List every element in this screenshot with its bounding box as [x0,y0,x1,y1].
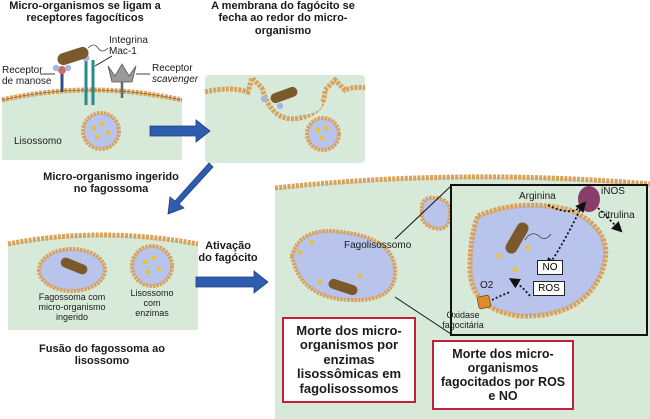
scavenger-word: Receptor [152,63,193,74]
cell-panel-engulfing [204,73,366,163]
label-lysosome-enzymes: Lisossomo com enzimas [130,288,174,319]
result-box-ros-no: Morte dos micro-organismos fagocitados p… [432,340,574,410]
label-mannose-receptor: Receptor de manose [2,65,52,88]
label-activation: Ativação do fagócito [198,240,258,265]
scavenger-receptor [107,63,137,98]
arrow-stage-1-to-2 [149,119,211,143]
label-phagosome: Fagossoma com micro-organismo ingerido [38,292,106,323]
leader-lines [40,55,150,75]
arrow-stage-2-to-3 [167,162,214,215]
arrow-stage-3-to-4 [195,270,269,294]
mannose-receptor [52,64,72,92]
label-inos: iNOS [601,186,625,197]
label-ingested: Micro-organismo ingerido no fagossoma [43,171,179,196]
title-engulfing: A membrana do fagócito se fecha ao redor… [211,0,355,37]
label-oxidase: Oxidase fagocitária [442,310,484,331]
label-phagolysosome: Fagolisossomo [344,240,412,251]
label-citrulline: Citrulina [598,210,635,221]
scavenger-italic: scavenger [152,74,199,86]
result-box-enzymes: Morte dos micro-organismos por enzimas l… [282,317,416,403]
label-scavenger-receptor: Receptor scavenger [152,63,218,85]
tag-ros: ROS [533,281,565,296]
label-o2: O2 [480,280,494,291]
label-arginine: Arginina [519,191,556,202]
cell-panel-fusion [7,232,199,330]
bacterium [57,44,109,66]
title-binding: Micro-organismos se ligam a receptores f… [9,0,161,25]
label-integrin: Integrina Mac-1 [109,35,148,58]
label-fusion: Fusão do fagossoma ao lisossomo [39,343,165,368]
label-lysosome: Lisossomo [14,136,62,147]
zoom-connectors [394,185,452,335]
tag-no: NO [537,260,563,275]
lysosome-organelle [81,111,121,151]
